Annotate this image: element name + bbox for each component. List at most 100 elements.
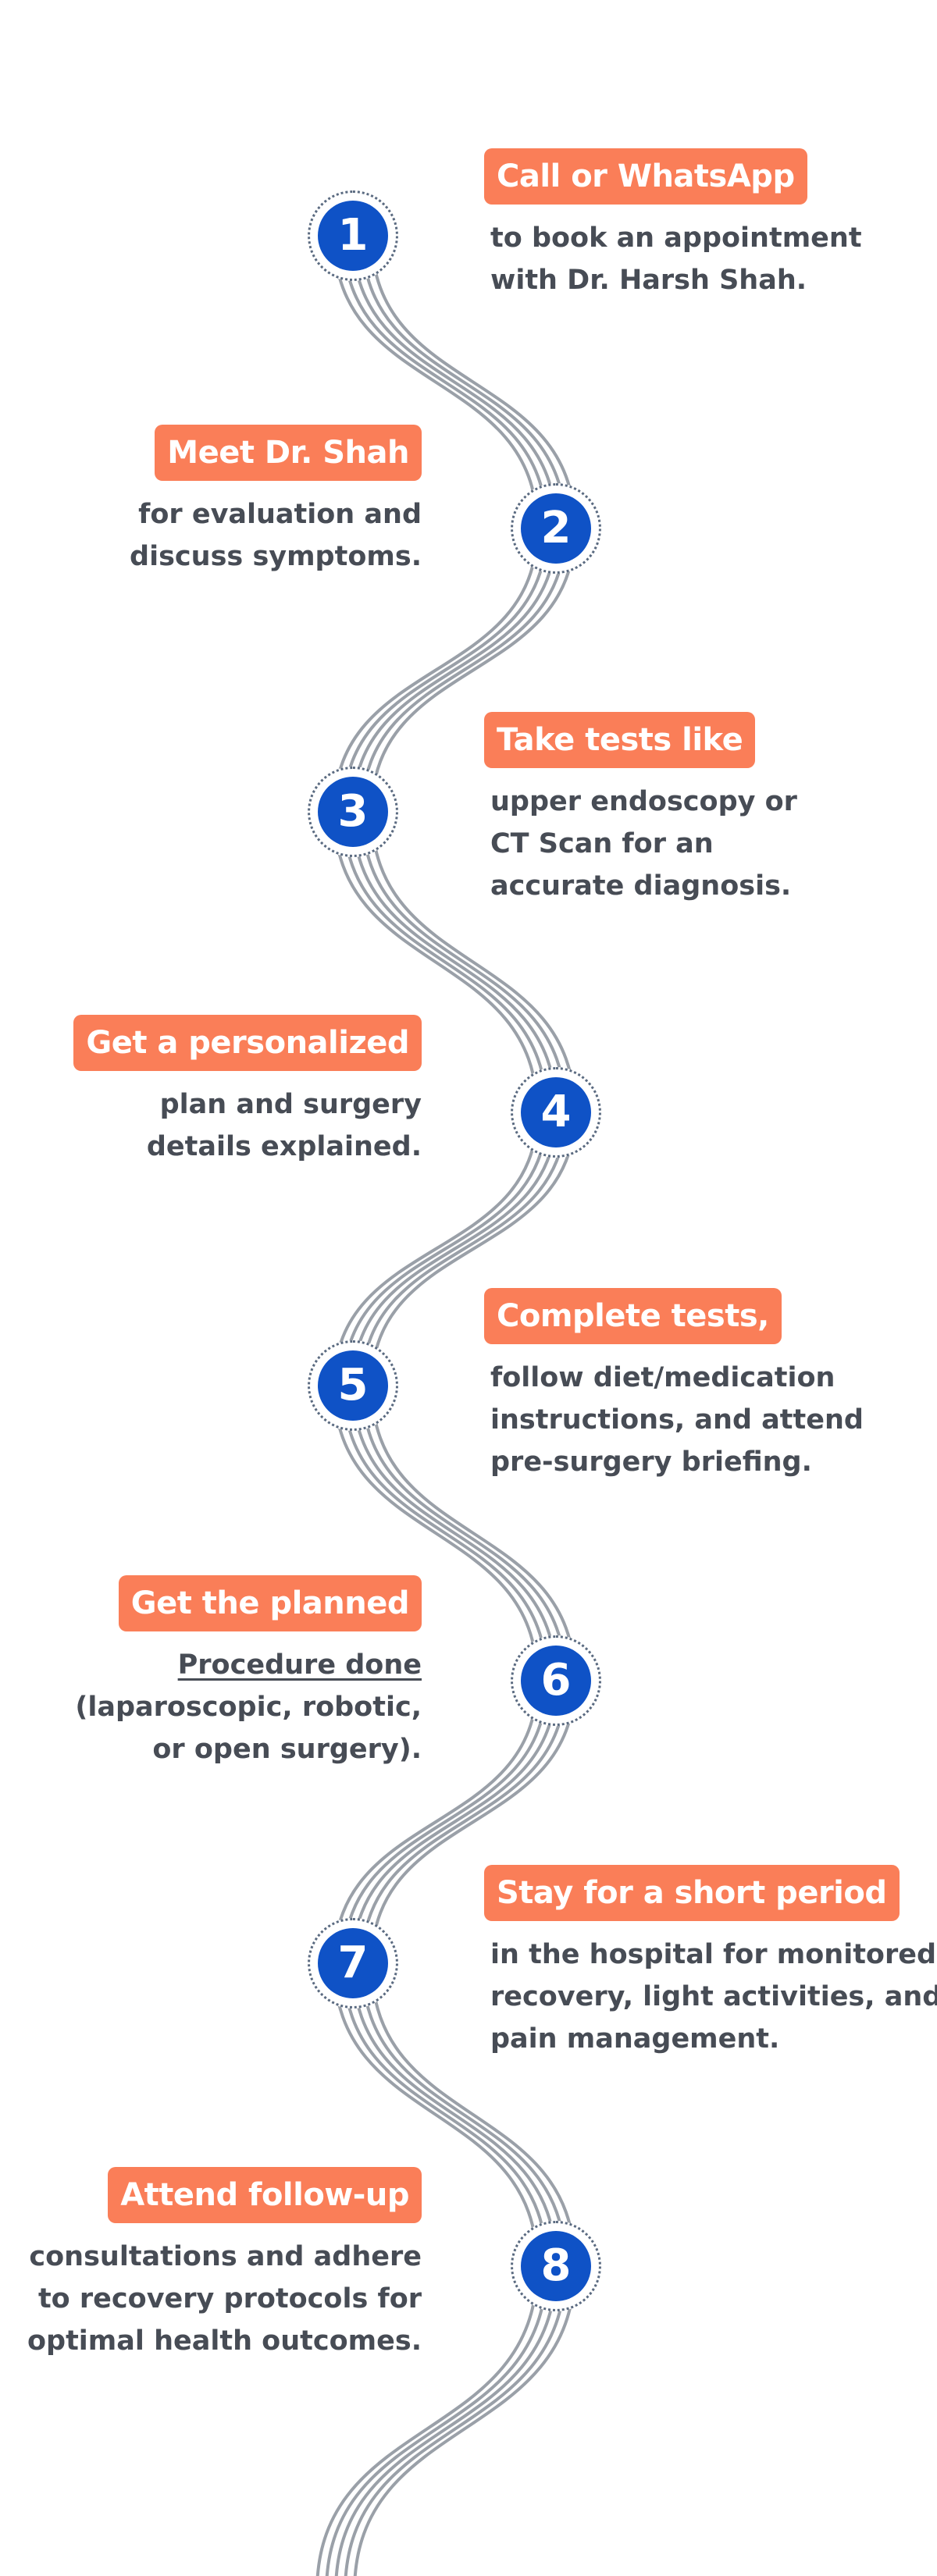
step-7-description: in the hospital for monitored recovery, …: [484, 1934, 937, 2060]
step-4-description-line: details explained.: [146, 1131, 422, 1162]
wave-strand: [351, 234, 558, 530]
step-3-circle: 3: [308, 767, 398, 857]
wave-strand: [333, 1384, 539, 1682]
step-2-circle: 2: [511, 483, 601, 574]
step-3-description-line: CT Scan for an: [490, 828, 714, 859]
wave-strand: [333, 527, 539, 813]
step-7-number: 7: [318, 1928, 388, 1998]
step-4-text: Get a personalized plan and surgery deta…: [0, 1015, 422, 1168]
step-2-title: Meet Dr. Shah: [155, 425, 422, 481]
step-5-description-line: follow diet/medication: [490, 1362, 835, 1393]
wave-strand: [370, 527, 576, 813]
step-4-circle: 4: [511, 1067, 601, 1158]
step-8-description: consultations and adhere to recovery pro…: [0, 2236, 422, 2362]
wave-strand: [351, 1111, 558, 1387]
step-4-title: Get a personalized: [73, 1015, 422, 1071]
step-4-number: 4: [521, 1077, 591, 1147]
step-6-title: Get the planned: [118, 1575, 422, 1631]
step-3-number: 3: [318, 777, 388, 847]
step-1-description: to book an appointment with Dr. Harsh Sh…: [484, 217, 921, 301]
step-5-text: Complete tests, follow diet/medication i…: [484, 1288, 921, 1483]
wave-strand: [351, 1962, 558, 2268]
step-6-number: 6: [521, 1646, 591, 1716]
step-5-title: Complete tests,: [484, 1288, 782, 1344]
wave-strand: [333, 1962, 539, 2268]
step-8-description-line: consultations and adhere: [29, 2241, 422, 2272]
step-7-text: Stay for a short period in the hospital …: [484, 1865, 937, 2060]
wave-strand: [351, 527, 558, 813]
step-7-title: Stay for a short period: [484, 1865, 900, 1921]
step-6-description-line: or open surgery).: [152, 1734, 422, 1765]
wave-strand: [370, 1384, 576, 1682]
wave-strand: [342, 1384, 548, 1682]
wave-strand: [361, 1384, 567, 1682]
step-6-text: Get the planned Procedure done (laparosc…: [0, 1575, 422, 1770]
step-6-description: Procedure done (laparoscopic, robotic, o…: [0, 1644, 422, 1770]
wave-strand: [361, 527, 567, 813]
wave-strand: [361, 810, 567, 1114]
step-5-description-line: instructions, and attend: [490, 1404, 864, 1436]
step-3-title: Take tests like: [484, 712, 756, 768]
wave-strand: [351, 1679, 558, 1965]
wave-strand: [325, 2265, 548, 2576]
step-2-text: Meet Dr. Shah for evaluation and discuss…: [0, 425, 422, 578]
wave-strand: [342, 527, 548, 813]
step-1-number: 1: [318, 201, 388, 271]
wave-strand: [370, 1679, 576, 1965]
step-3-text: Take tests like upper endoscopy or CT Sc…: [484, 712, 921, 907]
step-5-description-line: pre-surgery briefing.: [490, 1446, 812, 1478]
wave-strand: [334, 2265, 558, 2576]
step-8-description-line: optimal health outcomes.: [27, 2325, 422, 2357]
wave-strand: [351, 810, 558, 1114]
wave-strand: [370, 1962, 576, 2268]
wave-strand: [333, 234, 539, 530]
wave-strand: [315, 2265, 539, 2576]
step-3-description-line: upper endoscopy or: [490, 786, 797, 817]
step-8-description-line: to recovery protocols for: [37, 2283, 422, 2314]
step-2-description: for evaluation and discuss symptoms.: [0, 493, 422, 578]
step-2-number: 2: [521, 493, 591, 564]
step-3-description: upper endoscopy or CT Scan for an accura…: [484, 781, 921, 907]
wave-strand: [361, 1962, 567, 2268]
wave-strand: [361, 1111, 567, 1387]
wave-strand: [333, 1111, 539, 1387]
wave-strand: [370, 810, 576, 1114]
step-8-number: 8: [521, 2231, 591, 2301]
step-5-number: 5: [318, 1350, 388, 1421]
wave-strand: [370, 1111, 576, 1387]
wave-strand: [361, 234, 567, 530]
step-1-title: Call or WhatsApp: [484, 148, 807, 205]
wave-strand: [333, 1679, 539, 1965]
step-7-description-line: recovery, light activities, and: [490, 1981, 937, 2012]
wave-strand: [342, 810, 548, 1114]
step-7-description-line: pain management.: [490, 2023, 780, 2055]
wave-strand: [351, 1384, 558, 1682]
wave-strand: [342, 1962, 548, 2268]
step-3-description-line: accurate diagnosis.: [490, 870, 792, 902]
step-8-title: Attend follow-up: [108, 2167, 422, 2223]
wave-strand: [342, 1111, 548, 1387]
step-1-description-line: to book an appointment: [490, 222, 862, 254]
wave-strand: [344, 2265, 567, 2576]
step-5-description: follow diet/medication instructions, and…: [484, 1357, 921, 1483]
step-8-text: Attend follow-up consultations and adher…: [0, 2167, 422, 2362]
wave-strand: [342, 234, 548, 530]
wave-strand: [370, 234, 576, 530]
step-4-description-line: plan and surgery: [159, 1089, 422, 1120]
step-2-description-line: discuss symptoms.: [130, 541, 422, 572]
step-6-description-line: Procedure done: [177, 1649, 422, 1681]
step-1-text: Call or WhatsApp to book an appointment …: [484, 148, 921, 301]
step-7-description-line: in the hospital for monitored: [490, 1939, 937, 1970]
step-2-description-line: for evaluation and: [138, 499, 422, 530]
step-1-circle: 1: [308, 190, 398, 281]
step-6-circle: 6: [511, 1635, 601, 1726]
wave-strand: [361, 1679, 567, 1965]
step-4-description: plan and surgery details explained.: [0, 1083, 422, 1168]
step-1-description-line: with Dr. Harsh Shah.: [490, 265, 807, 296]
step-5-circle: 5: [308, 1340, 398, 1431]
step-7-circle: 7: [308, 1918, 398, 2008]
wave-strand: [333, 810, 539, 1114]
wave-strand: [342, 1679, 548, 1965]
step-6-description-line: (laparoscopic, robotic,: [75, 1692, 422, 1723]
